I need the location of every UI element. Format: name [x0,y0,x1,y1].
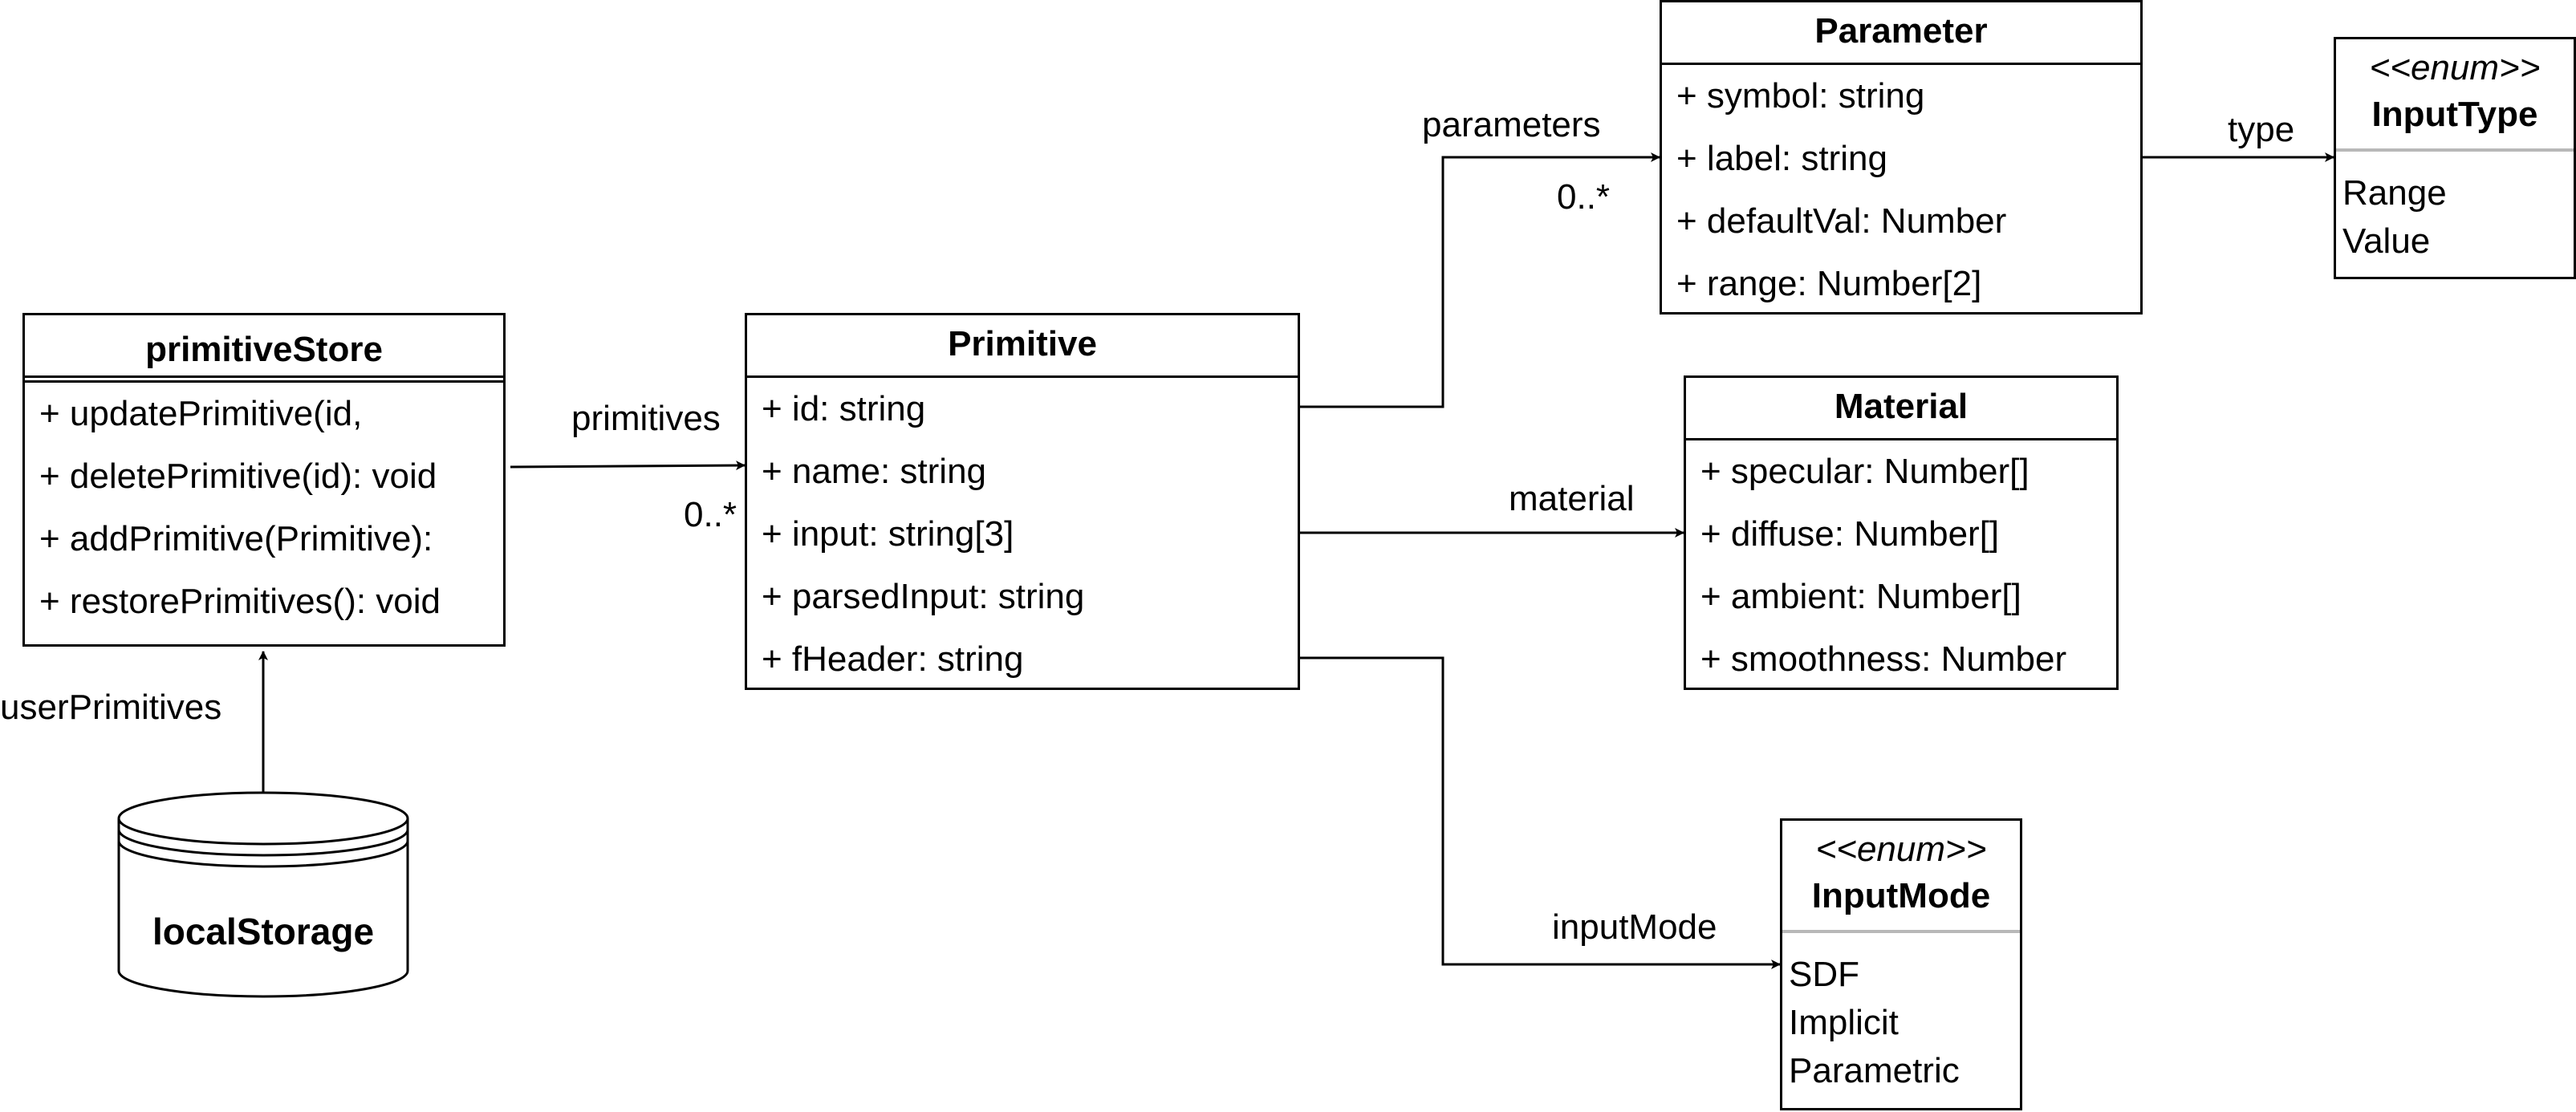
input-mode-association-line [1298,656,1781,969]
input-mode-separator [1782,930,2020,933]
input-type-separator [2336,148,2574,152]
parameter-title: Parameter [1662,2,2140,65]
add-primitive-method: + addPrimitive(Primitive): [39,519,433,558]
primitive-store-class[interactable]: primitiveStore + updatePrimitive(id, + d… [22,313,506,647]
primitive-attribute-f-header: + fHeader: string [762,639,1024,679]
input-mode-stereotype: <<enum>> [1815,830,1987,869]
type-label: type [2228,110,2295,149]
input-mode-enum[interactable]: <<enum>> InputMode SDF Implicit Parametr… [1780,818,2022,1110]
input-mode-value-sdf: SDF [1789,955,1859,994]
primitives-label: primitives [571,399,721,438]
material-class[interactable]: Material + specular: Number[] + diffuse:… [1684,375,2119,690]
input-type-value-range: Range [2342,173,2447,213]
parameter-attribute-label: + label: string [1676,139,1887,178]
input-mode-label: inputMode [1552,907,1717,947]
primitive-class[interactable]: Primitive + id: string + name: string + … [745,313,1300,690]
parameter-attribute-symbol: + symbol: string [1676,76,1925,116]
material-attribute-specular: + specular: Number[] [1700,452,2030,491]
parameter-attribute-default-val: + defaultVal: Number [1676,201,2007,241]
input-mode-value-parametric: Parametric [1789,1051,1960,1090]
material-attribute-ambient: + ambient: Number[] [1700,577,2021,616]
primitive-title: Primitive [747,315,1298,378]
parameter-class[interactable]: Parameter + symbol: string + label: stri… [1660,0,2143,315]
input-type-name: InputType [2371,95,2538,134]
primitive-attribute-name: + name: string [762,452,987,491]
update-primitive-method: + updatePrimitive(id, [39,394,363,433]
material-title: Material [1686,378,2116,440]
delete-primitive-method: + deletePrimitive(id): void [39,457,437,496]
local-storage-cylinder [117,791,409,998]
material-attribute-smoothness: + smoothness: Number [1700,639,2067,679]
input-mode-value-implicit: Implicit [1789,1003,1899,1042]
restore-primitives-method: + restorePrimitives(): void [39,582,441,621]
input-mode-name: InputMode [1811,876,1991,915]
material-label: material [1509,479,1635,518]
user-primitives-label: userPrimitives [0,688,222,727]
parameters-multiplicity: 0..* [1557,177,1611,217]
parameter-attribute-range: + range: Number[2] [1676,264,1982,303]
primitives-association-line [510,461,746,471]
parameters-association-line [1298,152,1660,408]
input-type-stereotype: <<enum>> [2369,48,2541,87]
primitive-attribute-parsed-input: + parsedInput: string [762,577,1085,616]
primitives-multiplicity: 0..* [684,495,737,534]
parameters-label: parameters [1422,105,1601,144]
input-type-enum[interactable]: <<enum>> InputType Range Value [2334,37,2576,279]
primitive-store-title: primitiveStore [25,315,503,383]
input-mode-header: <<enum>> InputMode [1782,821,2020,930]
input-type-header: <<enum>> InputType [2336,39,2574,148]
primitive-attribute-input: + input: string[3] [762,514,1014,554]
material-attribute-diffuse: + diffuse: Number[] [1700,514,2000,554]
primitive-attribute-id: + id: string [762,389,926,428]
local-storage-label: localStorage [152,911,375,952]
input-type-value-value: Value [2342,221,2431,261]
